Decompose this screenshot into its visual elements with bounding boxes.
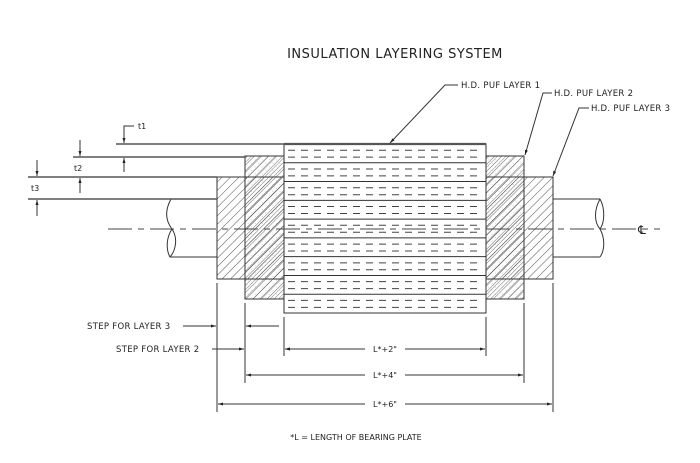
callout-layer-2: H.D. PUF LAYER 2 — [554, 89, 633, 99]
footnote: *L = LENGTH OF BEARING PLATE — [290, 433, 421, 442]
step-arrows — [183, 324, 300, 351]
callout-layer-3: H.D. PUF LAYER 3 — [591, 104, 670, 114]
callout-layer-1: H.D. PUF LAYER 1 — [461, 81, 540, 91]
dim-layer-2-length: L*+4" — [373, 371, 397, 380]
step-layer-2-label: STEP FOR LAYER 2 — [116, 345, 199, 355]
dim-layer-3-length: L*+6" — [373, 400, 397, 409]
diagram-title: INSULATION LAYERING SYSTEM — [287, 47, 503, 62]
right-pipe — [553, 198, 605, 258]
dim-layer-1-length: L*+2" — [373, 345, 397, 354]
t3-label: t3 — [31, 184, 39, 193]
left-pipe — [28, 198, 217, 258]
extension-lines — [216, 283, 554, 412]
length-dimensions — [218, 347, 552, 406]
thickness-dimensions — [28, 125, 284, 216]
t2-label: t2 — [74, 164, 82, 173]
t1-label: t1 — [138, 122, 146, 131]
callout-leaders — [389, 84, 589, 177]
step-layer-3-label: STEP FOR LAYER 3 — [87, 322, 170, 332]
centerline-symbol: ℄ — [637, 223, 646, 237]
